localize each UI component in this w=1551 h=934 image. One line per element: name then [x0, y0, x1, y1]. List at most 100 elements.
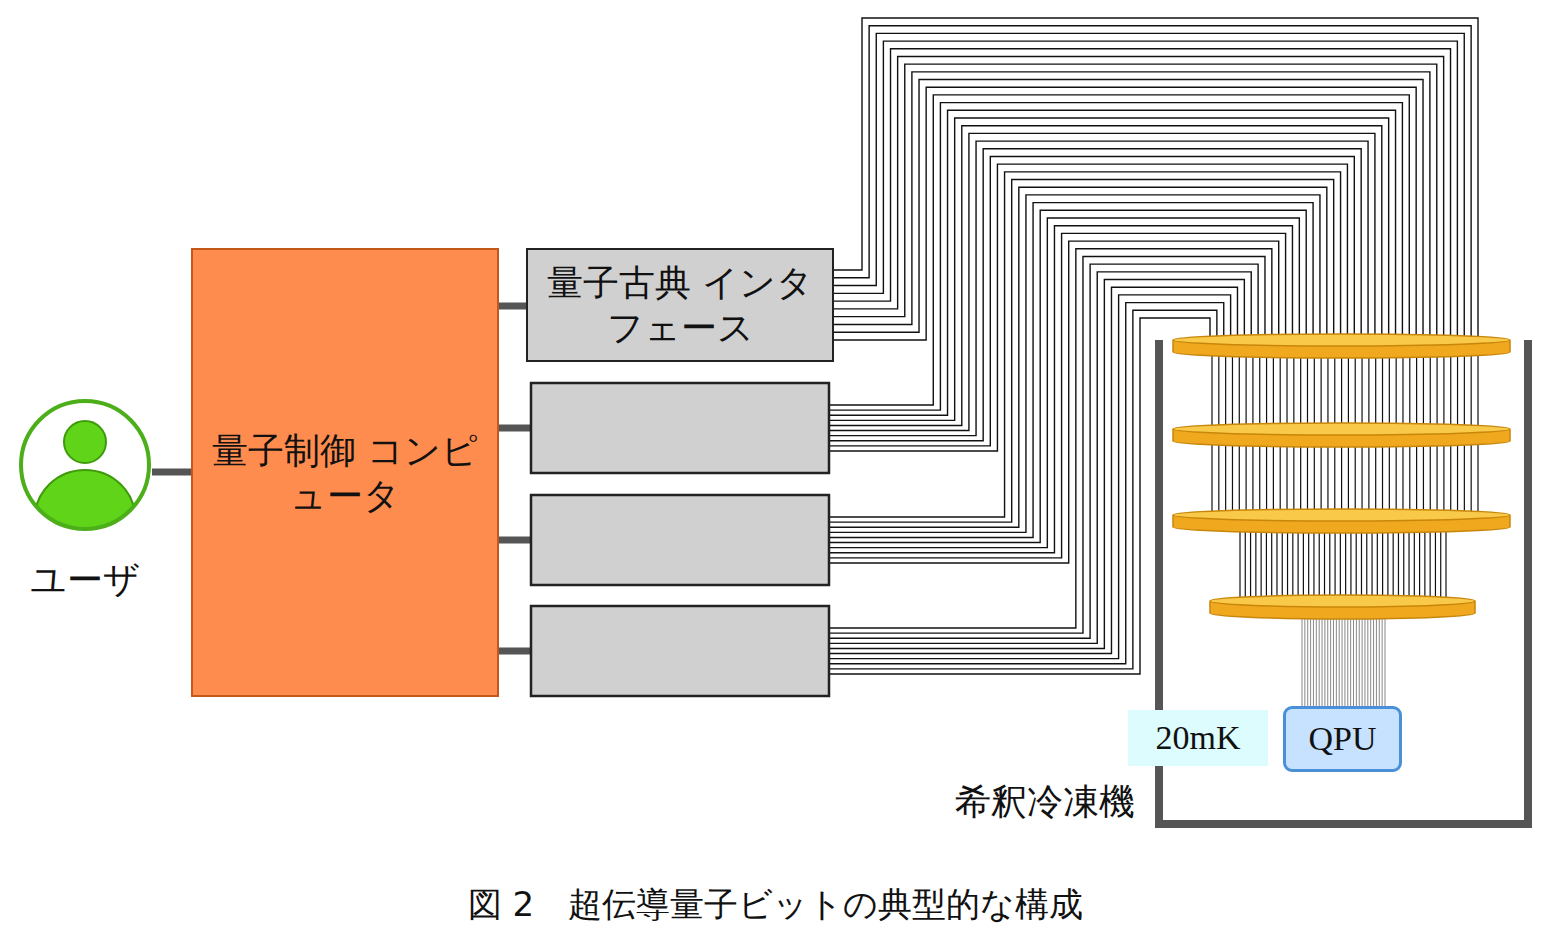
fridge-wire — [1321, 352, 1322, 429]
qpu-wire — [1310, 613, 1311, 706]
fridge-wire — [1211, 352, 1212, 429]
fridge-wire — [1368, 441, 1369, 515]
signal-wire — [830, 272, 1251, 643]
cold-plate — [1210, 595, 1475, 619]
fridge-wire — [1218, 441, 1219, 515]
node-text: 量子古典 インタフェース — [528, 260, 832, 350]
signal-wire — [830, 164, 1347, 451]
fridge-wire — [1273, 441, 1274, 515]
fridge-wire — [1273, 352, 1274, 429]
qpu-wire — [1359, 613, 1360, 706]
qpu-wire — [1313, 613, 1314, 706]
fridge-wire — [1246, 352, 1247, 429]
fridge-wire — [1377, 527, 1378, 601]
qpu-wire — [1336, 613, 1337, 706]
fridge-wire — [1266, 527, 1267, 601]
interface-link — [495, 537, 530, 544]
qpu-wire — [1330, 613, 1331, 706]
qpu-wire — [1333, 613, 1334, 706]
qpu-wire — [1342, 613, 1343, 706]
interface-link — [495, 648, 530, 655]
fridge-wire — [1327, 441, 1328, 515]
fridge-wire — [1334, 527, 1335, 601]
signal-wire — [830, 118, 1389, 420]
fridge-wire — [1443, 441, 1444, 515]
fridge-wire — [1414, 527, 1415, 601]
fridge-wire — [1329, 527, 1330, 601]
fridge-wire — [1423, 441, 1424, 515]
fridge-wire — [1321, 441, 1322, 515]
fridge-wire — [1416, 441, 1417, 515]
fridge-wire — [1430, 527, 1431, 601]
qpu-wire — [1324, 613, 1325, 706]
signal-wire — [830, 156, 1354, 445]
fridge-wire — [1361, 441, 1362, 515]
node-text: ユーザ — [20, 557, 150, 602]
fridge-wire — [1324, 527, 1325, 601]
fridge-wire — [1282, 527, 1283, 601]
fridge-wire — [1280, 441, 1281, 515]
fridge-wire — [1402, 352, 1403, 429]
qpu-wire — [1362, 613, 1363, 706]
signal-wire — [830, 133, 1375, 430]
cold-plate — [1173, 334, 1510, 358]
qpu-wire — [1373, 613, 1374, 706]
fridge-wire — [1398, 527, 1399, 601]
fridge-wire — [1307, 352, 1308, 429]
qpu-wire — [1307, 613, 1308, 706]
fridge-wire — [1319, 527, 1320, 601]
qpu-wire — [1376, 613, 1377, 706]
interface-boxes — [495, 383, 829, 696]
fridge-wire — [1450, 441, 1451, 515]
fridge-wire — [1375, 441, 1376, 515]
temperature-tag: 20mK — [1128, 710, 1268, 766]
interface-link — [495, 425, 530, 432]
fridge-wire — [1252, 441, 1253, 515]
qpu-wire — [1302, 613, 1303, 706]
signal-wire — [830, 195, 1320, 532]
fridge-wire — [1436, 352, 1437, 429]
fridge-wire — [1402, 441, 1403, 515]
fridge-wire — [1252, 352, 1253, 429]
qpu-wire — [1316, 613, 1317, 706]
qpu-box: QPU — [1283, 706, 1402, 772]
fridge-wire — [1225, 352, 1226, 429]
fridge-wire — [1408, 527, 1409, 601]
fridge-wire — [1366, 527, 1367, 601]
fridge-wire — [1313, 527, 1314, 601]
qpu-wire — [1382, 613, 1383, 706]
fridge-wire — [1239, 527, 1240, 601]
qpu-wire — [1319, 613, 1320, 706]
fridge-wire — [1396, 352, 1397, 429]
fridge-wire — [1355, 441, 1356, 515]
fridge-wire — [1307, 441, 1308, 515]
qpu-wire — [1304, 613, 1305, 706]
fridge-wire — [1314, 441, 1315, 515]
fridge-wire — [1464, 441, 1465, 515]
user-icon: ユーザ — [18, 398, 152, 602]
fridge-wire — [1280, 352, 1281, 429]
fridge-wire — [1355, 352, 1356, 429]
fridge-wire — [1389, 441, 1390, 515]
fridge-wire — [1218, 352, 1219, 429]
fridge-wire — [1430, 352, 1431, 429]
qpu-wire — [1327, 613, 1328, 706]
node-text: 20mK — [1150, 717, 1247, 760]
user-icon-figure — [18, 398, 152, 532]
fridge-wire — [1239, 352, 1240, 429]
fridge-wire — [1440, 527, 1441, 601]
qpu-wire — [1339, 613, 1340, 706]
fridge-wire — [1350, 527, 1351, 601]
fridge-wire — [1457, 352, 1458, 429]
fridge-label: 希釈冷凍機 — [955, 778, 1135, 827]
fridge-wire — [1464, 352, 1465, 429]
fridge-wire — [1375, 352, 1376, 429]
fridge-wire — [1361, 352, 1362, 429]
fridge-wire — [1266, 441, 1267, 515]
fridge-wire — [1430, 441, 1431, 515]
fridge-wire — [1387, 527, 1388, 601]
fridge-wire — [1403, 527, 1404, 601]
fridge-wire — [1382, 352, 1383, 429]
fridge-wire — [1396, 441, 1397, 515]
